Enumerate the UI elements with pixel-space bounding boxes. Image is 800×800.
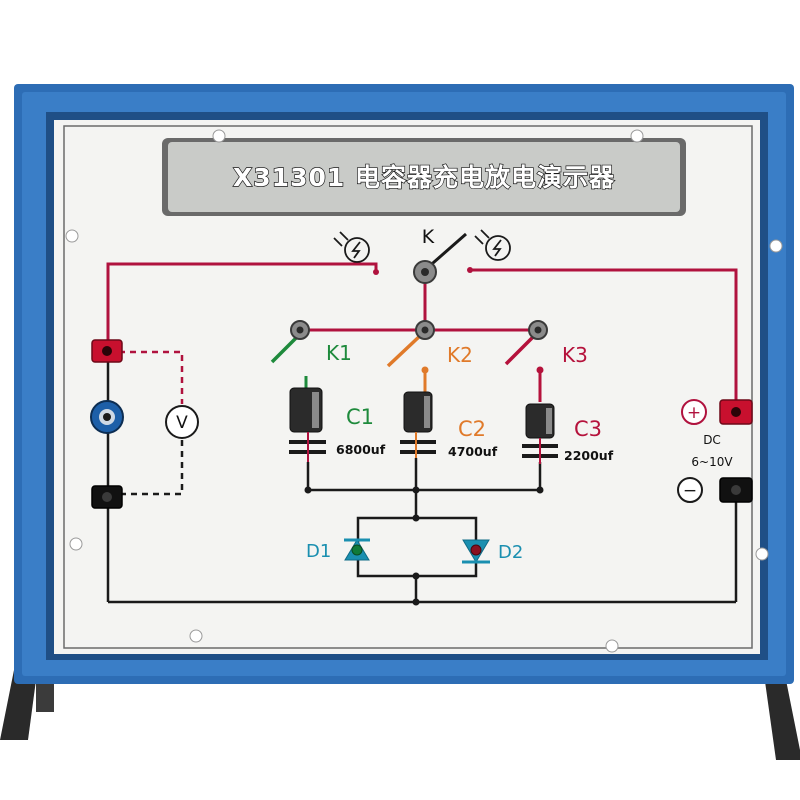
c3-label: C3 [574, 417, 602, 441]
voltage-range-label: 6~10V [691, 455, 733, 469]
screw [769, 239, 783, 253]
d2-led [470, 544, 482, 556]
c2-label: C2 [458, 417, 486, 441]
switch-k3[interactable]: K3 [504, 320, 588, 402]
switch-k3-label: K3 [562, 343, 588, 367]
switch-k1-label: K1 [326, 341, 352, 365]
c1-label: C1 [346, 405, 374, 429]
power-plus-symbol: + [681, 399, 707, 425]
terminal-red-left[interactable] [91, 339, 123, 363]
voltmeter-symbol: V [165, 405, 199, 439]
screw [755, 547, 769, 561]
voltmeter-dashed-wiring [108, 350, 184, 404]
terminal-red-right[interactable] [719, 399, 753, 425]
panel-screws [65, 129, 783, 653]
title-plate: X31301 电容器充电放电演示器 [162, 138, 686, 216]
terminal-blue-left[interactable] [90, 400, 124, 434]
charge-light-icon [333, 231, 370, 263]
discharge-light-icon [474, 229, 511, 261]
d1-label: D1 [306, 541, 331, 562]
d2-label: D2 [498, 542, 523, 563]
diode-d1: D1 [306, 538, 370, 562]
diode-d2: D2 [462, 539, 523, 564]
panel-title: X31301 电容器充电放电演示器 [233, 163, 615, 192]
terminal-black-left[interactable] [91, 485, 123, 509]
capacitor-c2: C2 4700uf [400, 391, 498, 459]
screw [65, 229, 79, 243]
capacitor-c1: C1 6800uf [289, 387, 386, 462]
power-minus-symbol: − [677, 477, 703, 503]
junction-dots [304, 267, 544, 606]
c3-value: 2200uf [564, 448, 614, 463]
main-switch-k[interactable]: K [413, 226, 467, 284]
dc-label: DC [703, 433, 721, 447]
screw [212, 129, 226, 143]
screw [630, 129, 644, 143]
capacitor-c3: C3 2200uf [522, 403, 614, 464]
c2-value: 4700uf [448, 444, 498, 459]
screw [69, 537, 83, 551]
voltmeter-label: V [176, 413, 188, 433]
terminal-black-right[interactable] [719, 477, 753, 503]
c1-value: 6800uf [336, 442, 386, 457]
d1-led [351, 544, 363, 556]
minus-sign: − [683, 481, 697, 501]
switch-k2-label: K2 [447, 343, 473, 367]
screw [189, 629, 203, 643]
screw [605, 639, 619, 653]
switch-k-label: K [422, 226, 435, 248]
switch-k2[interactable]: K2 [386, 320, 473, 394]
switch-k1[interactable]: K1 [270, 320, 352, 365]
voltmeter-dashed-wiring-black [108, 440, 184, 496]
plus-sign: + [687, 403, 701, 423]
